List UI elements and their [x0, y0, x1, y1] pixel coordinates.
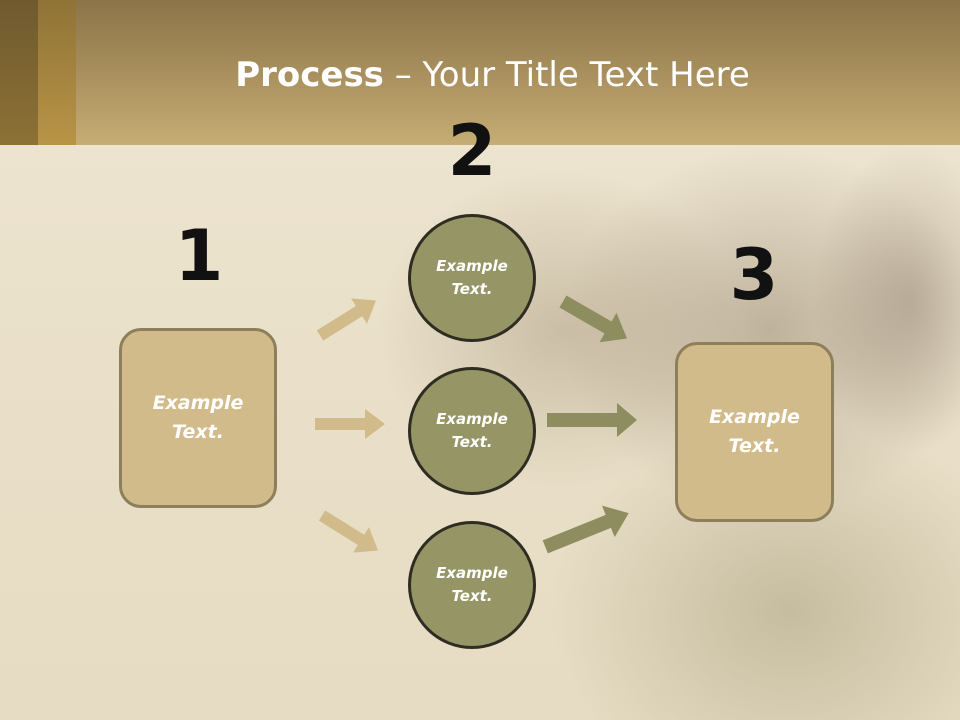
start-box-line1: Example [152, 392, 244, 414]
arrow-to-top [316, 298, 376, 341]
circle-bottom: Example Text. [408, 521, 536, 649]
arrow-from-middle [547, 403, 637, 437]
step-number-2: 2 [447, 110, 497, 192]
start-box-line2: Text. [172, 421, 224, 443]
circle-bottom-line1: Example [436, 564, 508, 582]
title-rest: – Your Title Text Here [383, 55, 750, 95]
header-band [0, 0, 960, 145]
arrow-from-top [559, 295, 628, 343]
circle-top: Example Text. [408, 214, 536, 342]
end-box-line1: Example [709, 406, 800, 428]
circle-middle-line1: Example [436, 410, 508, 428]
arrow-from-middle-shape [547, 403, 637, 437]
circle-bottom-line2: Text. [451, 587, 493, 605]
circle-middle: Example Text. [408, 367, 536, 495]
slide-title: Process – Your Title Text Here [0, 53, 960, 97]
circle-middle-line2: Text. [451, 433, 493, 451]
circle-top-line1: Example [436, 257, 508, 275]
step-number-3: 3 [729, 234, 779, 316]
end-box-line2: Text. [728, 435, 781, 457]
start-box: Example Text. [119, 328, 277, 508]
arrow-to-bottom-shape [318, 510, 378, 553]
arrow-from-bottom-shape [542, 505, 629, 554]
arrow-to-middle-shape [315, 409, 385, 439]
arrow-to-bottom [318, 510, 378, 553]
arrow-to-middle [315, 409, 385, 439]
arrow-from-top-shape [559, 295, 628, 343]
header-accent-stripe [0, 0, 38, 145]
arrow-from-bottom [542, 505, 629, 554]
arrow-to-top-shape [316, 298, 376, 341]
header-accent-stripe [38, 0, 76, 145]
title-bold: Process [235, 55, 384, 95]
step-number-1: 1 [174, 215, 224, 297]
circle-top-line2: Text. [451, 280, 493, 298]
end-box: Example Text. [675, 342, 834, 522]
